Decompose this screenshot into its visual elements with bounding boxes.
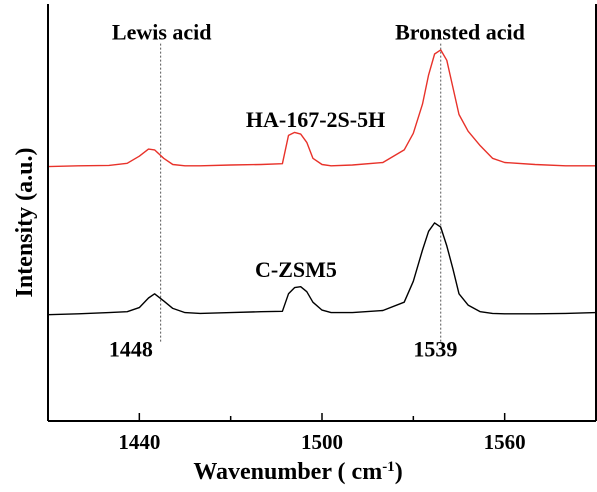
annotation-c-zsm5: C-ZSM5 bbox=[255, 257, 337, 282]
y-axis-title: Intensity (a.u.) bbox=[12, 147, 38, 297]
annotation-1539: 1539 bbox=[413, 336, 457, 361]
annotation-ha-167-2s-5h: HA-167-2S-5H bbox=[246, 107, 385, 132]
annotation-bronsted-acid: Bronsted acid bbox=[395, 19, 525, 44]
series-line-c-zsm5 bbox=[47, 222, 597, 316]
axes bbox=[47, 4, 597, 422]
annotation-1448: 1448 bbox=[109, 336, 153, 361]
plot-area bbox=[47, 43, 597, 342]
series-line-ha-167-2s-5h bbox=[47, 49, 596, 168]
x-tick-label-1440: 1440 bbox=[118, 430, 160, 454]
x-tick-label-1560: 1560 bbox=[484, 430, 526, 454]
annotation-lewis-acid: Lewis acid bbox=[112, 19, 212, 44]
x-axis-title: Wavenumber ( cm-1) bbox=[193, 459, 402, 485]
x-tick-label-1500: 1500 bbox=[301, 430, 343, 454]
